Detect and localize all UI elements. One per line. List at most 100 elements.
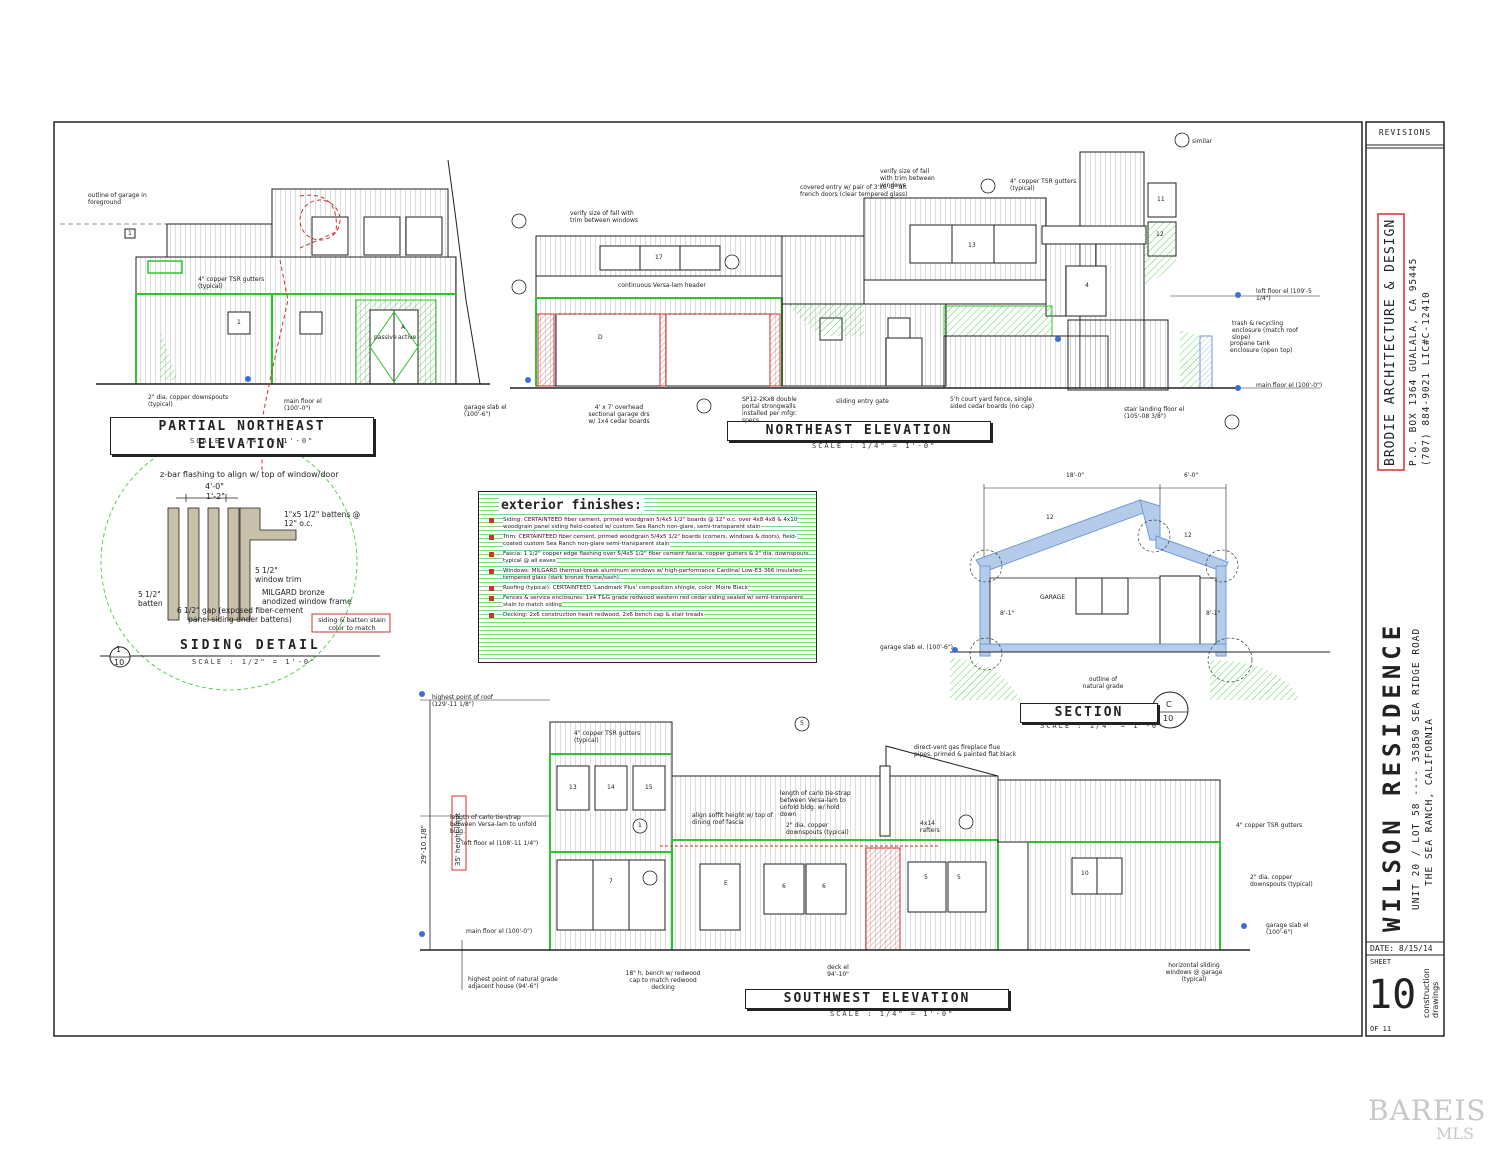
note-sec-grade: outline of natural grade [1082,676,1124,690]
legend-item: Windows: MILGARD thermal-break aluminum … [479,568,816,582]
note-sec-h1: 8'-1" [1000,610,1015,617]
legend-title: exterior finishes: [499,498,644,513]
legend-item-text: Siding: CERTAINTEED fiber cement, primed… [503,517,798,530]
sheet-label: SHEET [1370,958,1392,966]
note-ne-gate: sliding entry gate [836,398,889,405]
northeast-elevation [510,132,1320,430]
firm-name: BRODIE ARCHITECTURE & DESIGN [1383,218,1398,466]
tag-sw-5b: 5 [957,874,961,881]
note-sd-frame: MILGARD bronze anodized window frame [262,588,352,606]
note-sw-height: 29'-10 1/8" [420,825,428,864]
title-northeast: NORTHEAST ELEVATION [727,421,991,441]
note-sd-stain: siding & batten stain color to match [318,616,386,632]
tag-ne-13: 13 [968,242,976,249]
scale-section: SCALE : 1/4" = 1'-0" [1040,722,1165,730]
tag-sw-5: 5 [800,720,804,727]
legend-item: Roofing (typical): CERTAINTEED 'Landmark… [479,585,816,592]
legend-item: Siding: CERTAINTEED fiber cement, primed… [479,517,816,531]
note-sw-tie2: length of carlo tie-strap between Versa-… [780,790,851,818]
tag-sw-15: 15 [645,784,653,791]
exterior-finishes-legend: exterior finishes: Siding: CERTAINTEED f… [478,491,817,663]
project-address-2: THE SEA RANCH, CALIFORNIA [1424,718,1435,886]
legend-item-text: Fascia: 1 1/2" copper edge flashing over… [503,551,809,564]
note-sd-zbar: z-bar flashing to align w/ top of window… [160,470,339,479]
southwest-elevation [419,691,1250,990]
tag-ne-11: 11 [1157,196,1165,203]
note-sw-main: main floor el (100'-0") [466,928,533,935]
note-sd-width: 4'-0" [205,482,224,491]
watermark-mls: MLS [1436,1124,1474,1143]
note-sec-slab: garage slab el. (100'-6") [880,644,953,651]
note-sec-dim1: 18'-0" [1066,472,1085,479]
tag-sw-5a: 5 [924,874,928,881]
note-sd-batten: 5 1/2" batten [138,590,163,608]
note-sw-tie: length of carlo tie-strap between Versa-… [450,814,537,835]
note-ne-header: continuous Versa-lam header [618,282,706,289]
revisions-label: REVISIONS [1378,128,1432,137]
note-sw-deck: deck el 94'-10" [827,964,849,978]
note-ne-trash: trash & recycling enclosure (match roof … [1232,320,1299,341]
scale-partial-northeast: SCALE : 1/4" = 1'-0" [190,437,315,445]
note-pne-mainfloor: main floor el (100'-0") [284,398,322,412]
note-ne-garage-door: 4' x 7' overhead sectional garage drs w/… [588,404,650,425]
note-ne-garage-slab: garage slab el (100'-6") [464,404,507,418]
note-pne-passive: passive [374,334,397,341]
note-ne-strongwalls: SP12-2Kx8 double portal strongwalls inst… [742,396,797,424]
note-ne-similar: similar [1192,138,1213,145]
note-ne-fence: 5'h court yard fence, single sided cedar… [950,396,1035,410]
note-ne-loft: loft floor el (109'-5 1/4") [1256,288,1312,302]
note-ne-verify1: verify size of fall with trim between wi… [570,210,638,224]
section-view [950,484,1330,729]
note-ne-entry: covered entry w/ pair of 3'x6'-8" alt fr… [800,184,908,198]
legend-bullet [489,596,494,601]
note-sw-loft: loft floor el (108'-11 1/4") [462,840,539,847]
siding-ref-sheet: 10 [114,658,125,667]
tag-sw-10: 10 [1081,870,1089,877]
tag-ne-17: 17 [655,254,663,261]
note-sw-soffit: align soffit height w/ top of dining roo… [692,812,773,826]
sheet-of: OF 11 [1370,1025,1392,1033]
title-block [1365,121,1445,1037]
tag-pne-door: A [401,324,406,331]
legend-item-text: Decking: 2x6 construction heart redwood,… [503,612,704,618]
note-sec-dim2: 6'-0" [1184,472,1199,479]
note-sw-limit: 35' height limit [454,813,462,866]
note-sw-rafters: 4x14 rafters [920,820,940,834]
note-sw-sliding: horizontal sliding windows @ garage (typ… [1165,962,1223,983]
title-southwest: SOUTHWEST ELEVATION [745,989,1009,1009]
title-partial-northeast: PARTIAL NORTHEAST ELEVATION [110,417,374,455]
note-sw-down: 2" dia. copper downspouts (typical) [786,822,849,836]
note-sw-gutters2: 4" copper TSR gutters [1236,822,1303,829]
tag-pne-1: 1 [128,230,132,237]
sheet-number: 10 [1368,972,1417,1018]
legend-bullet [489,518,494,523]
note-sec-h2: 8'-1" [1206,610,1221,617]
note-ne-propane: propane tank enclosure (open top) [1230,340,1293,354]
firm-address-1: P.O. BOX 1364 GUALALA, CA 95445 [1408,257,1419,466]
legend-item: Fences & service enclosures: 1x4 T&G gra… [479,595,816,609]
legend-item: Trim: CERTAINTEED fiber cement, primed w… [479,534,816,548]
note-pne-outline: outline of garage in foreground [88,192,147,206]
note-pne-gutters: 4" copper TSR gutters (typical) [198,276,265,290]
siding-ref-number: 1 [116,645,122,654]
sheet-date: DATE: 8/15/14 [1370,944,1433,953]
tag-sw-7: 7 [609,878,613,885]
note-sw-bench: 18" h. bench w/ redwood cap to match red… [625,970,701,991]
section-ref-sheet: 10 [1163,714,1174,723]
note-sw-flue: direct-vent gas fireplace flue pipes, pr… [914,744,1017,758]
legend-bullet [489,586,494,591]
note-sw-grade: highest point of natural grade adjacent … [468,976,558,990]
legend-item-text: Roofing (typical): CERTAINTEED 'Landmark… [503,585,748,591]
note-sec-garage: GARAGE [1040,594,1066,601]
title-section: SECTION [1020,703,1158,723]
note-sw-gutters: 4" copper TSR gutters (typical) [574,730,641,744]
legend-bullet [489,535,494,540]
tag-sw-6b: 6 [822,883,826,890]
note-sd-oc: 1'-2" [206,492,225,501]
legend-bullet [489,552,494,557]
sheet-description: construction drawings [1422,968,1440,1018]
project-title: WILSON RESIDENCE [1378,620,1406,932]
note-ne-gutters: 4" copper TSR gutters (typical) [1010,178,1077,192]
scale-southwest: SCALE : 1/4" = 1'-0" [830,1010,955,1018]
